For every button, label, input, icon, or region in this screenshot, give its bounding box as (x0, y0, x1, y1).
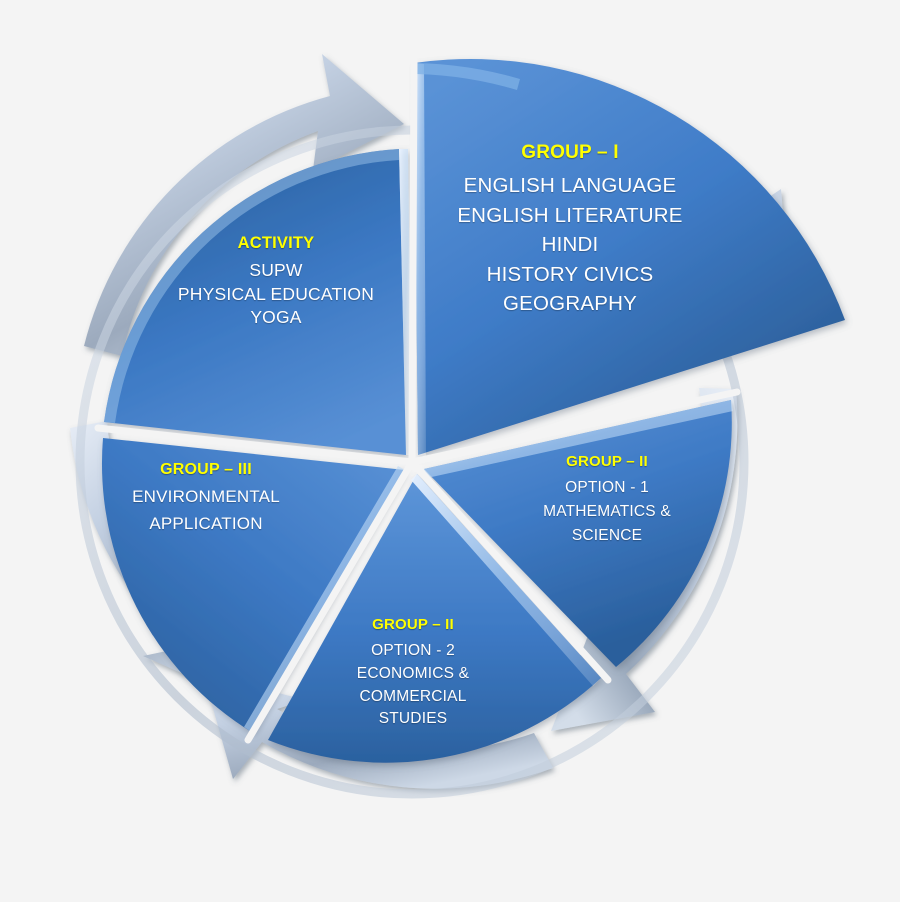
wedge-group-2-option-2-bevel (411, 474, 601, 686)
wedge-group-3-bevel (244, 466, 405, 733)
wedge-group-1-top-edge (414, 63, 520, 90)
wedge-activity[interactable] (104, 149, 406, 455)
wedge-group-2-option-2[interactable] (268, 474, 601, 763)
wedge-group-2-option-1-bevel (424, 400, 733, 478)
wedge-group-2-option-1[interactable] (424, 400, 732, 667)
wedge-group-1[interactable] (414, 58, 845, 455)
wedge-activity-outer-edge (104, 149, 399, 423)
wedge-group-1-bevel (414, 63, 426, 456)
wedge-activity-bevel (399, 149, 412, 455)
wedge-group-3[interactable] (101, 438, 405, 733)
wedge-gaps (94, 56, 741, 744)
arrow-top-clockwise (84, 54, 404, 356)
wedge-group (101, 58, 845, 763)
